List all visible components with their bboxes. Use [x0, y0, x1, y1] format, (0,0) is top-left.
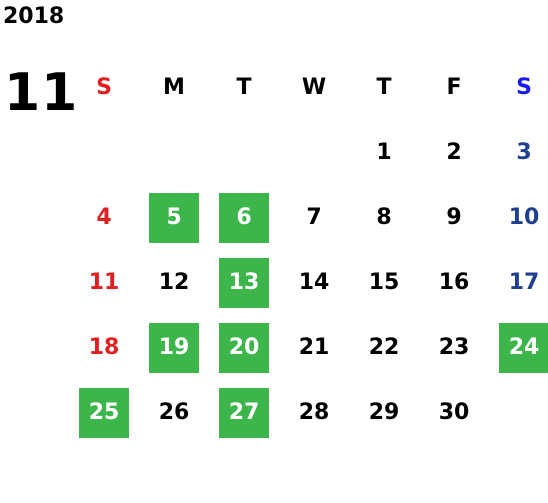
- day-number: 30: [438, 400, 470, 425]
- day-number: 16: [438, 270, 470, 295]
- calendar-day[interactable]: 23: [419, 315, 489, 380]
- calendar-day[interactable]: 7: [279, 185, 349, 250]
- calendar-day[interactable]: 30: [419, 380, 489, 445]
- day-number: 5: [149, 192, 199, 243]
- calendar-day[interactable]: 21: [279, 315, 349, 380]
- calendar-day-empty: [209, 120, 279, 185]
- calendar-day-highlighted[interactable]: 24: [489, 315, 548, 380]
- day-number: 6: [219, 192, 269, 243]
- day-number: 18: [88, 335, 120, 360]
- day-number: 20: [219, 322, 269, 373]
- day-number: 21: [298, 335, 330, 360]
- calendar-day-highlighted[interactable]: 13: [209, 250, 279, 315]
- month-number: 11: [4, 63, 79, 123]
- weekday-header: T: [376, 75, 392, 100]
- day-number: 9: [446, 205, 462, 230]
- calendar-day[interactable]: 28: [279, 380, 349, 445]
- year-label: 2018: [3, 4, 65, 29]
- calendar-day[interactable]: 8: [349, 185, 419, 250]
- calendar-day[interactable]: 9: [419, 185, 489, 250]
- weekday-header: S: [516, 75, 532, 100]
- day-number: 4: [96, 205, 112, 230]
- day-number: 22: [368, 335, 400, 360]
- calendar-day[interactable]: 29: [349, 380, 419, 445]
- day-number: [219, 128, 269, 178]
- calendar-day[interactable]: 17: [489, 250, 548, 315]
- day-number: 10: [508, 205, 540, 230]
- calendar-day-highlighted[interactable]: 27: [209, 380, 279, 445]
- day-number: 27: [219, 387, 269, 438]
- day-number: 23: [438, 335, 470, 360]
- weekday-header: M: [163, 75, 185, 100]
- day-number: 8: [376, 205, 392, 230]
- calendar-day-empty: [279, 120, 349, 185]
- day-number: 19: [149, 322, 199, 373]
- calendar-day[interactable]: 15: [349, 250, 419, 315]
- day-number: 2: [446, 140, 462, 165]
- calendar-day[interactable]: 16: [419, 250, 489, 315]
- calendar-day[interactable]: 26: [139, 380, 209, 445]
- calendar-day[interactable]: 2: [419, 120, 489, 185]
- calendar-day-highlighted[interactable]: 20: [209, 315, 279, 380]
- day-number: 17: [508, 270, 540, 295]
- day-number: [499, 388, 548, 438]
- day-number: 28: [298, 400, 330, 425]
- calendar-day-highlighted[interactable]: 5: [139, 185, 209, 250]
- calendar-day-empty: [489, 380, 548, 445]
- weekday-header: F: [446, 75, 462, 100]
- calendar-week-row: 18 19 20 21 22 23 24: [69, 315, 548, 380]
- day-number: 13: [219, 257, 269, 308]
- calendar-day-empty: [69, 120, 139, 185]
- day-number: [289, 128, 339, 178]
- calendar-day[interactable]: 18: [69, 315, 139, 380]
- calendar-day[interactable]: 4: [69, 185, 139, 250]
- day-number: 25: [79, 387, 129, 438]
- day-number: 29: [368, 400, 400, 425]
- day-number: 26: [158, 400, 190, 425]
- calendar-day[interactable]: 11: [69, 250, 139, 315]
- day-number: 15: [368, 270, 400, 295]
- day-number: 14: [298, 270, 330, 295]
- day-number: 7: [306, 205, 322, 230]
- day-number: 1: [376, 140, 392, 165]
- calendar-day[interactable]: 3: [489, 120, 548, 185]
- calendar-day[interactable]: 14: [279, 250, 349, 315]
- calendar-week-row: 25 26 27 28 29 30: [69, 380, 548, 445]
- weekday-header: W: [301, 75, 327, 100]
- day-number: 11: [88, 270, 120, 295]
- calendar-day[interactable]: 10: [489, 185, 548, 250]
- day-number: 12: [158, 270, 190, 295]
- calendar-day-empty: [139, 120, 209, 185]
- weekday-header: S: [96, 75, 112, 100]
- calendar-day[interactable]: 22: [349, 315, 419, 380]
- day-number: [149, 128, 199, 178]
- weekday-header: T: [236, 75, 252, 100]
- calendar-week-row: 1 2 3: [69, 120, 548, 185]
- day-number: 24: [499, 322, 548, 373]
- calendar-day[interactable]: 12: [139, 250, 209, 315]
- calendar-day-highlighted[interactable]: 19: [139, 315, 209, 380]
- calendar-day[interactable]: 1: [349, 120, 419, 185]
- calendar-week-row: 11 12 13 14 15 16 17: [69, 250, 548, 315]
- day-number: [79, 128, 129, 178]
- day-number: 3: [516, 140, 532, 165]
- calendar-day-highlighted[interactable]: 6: [209, 185, 279, 250]
- calendar-day-highlighted[interactable]: 25: [69, 380, 139, 445]
